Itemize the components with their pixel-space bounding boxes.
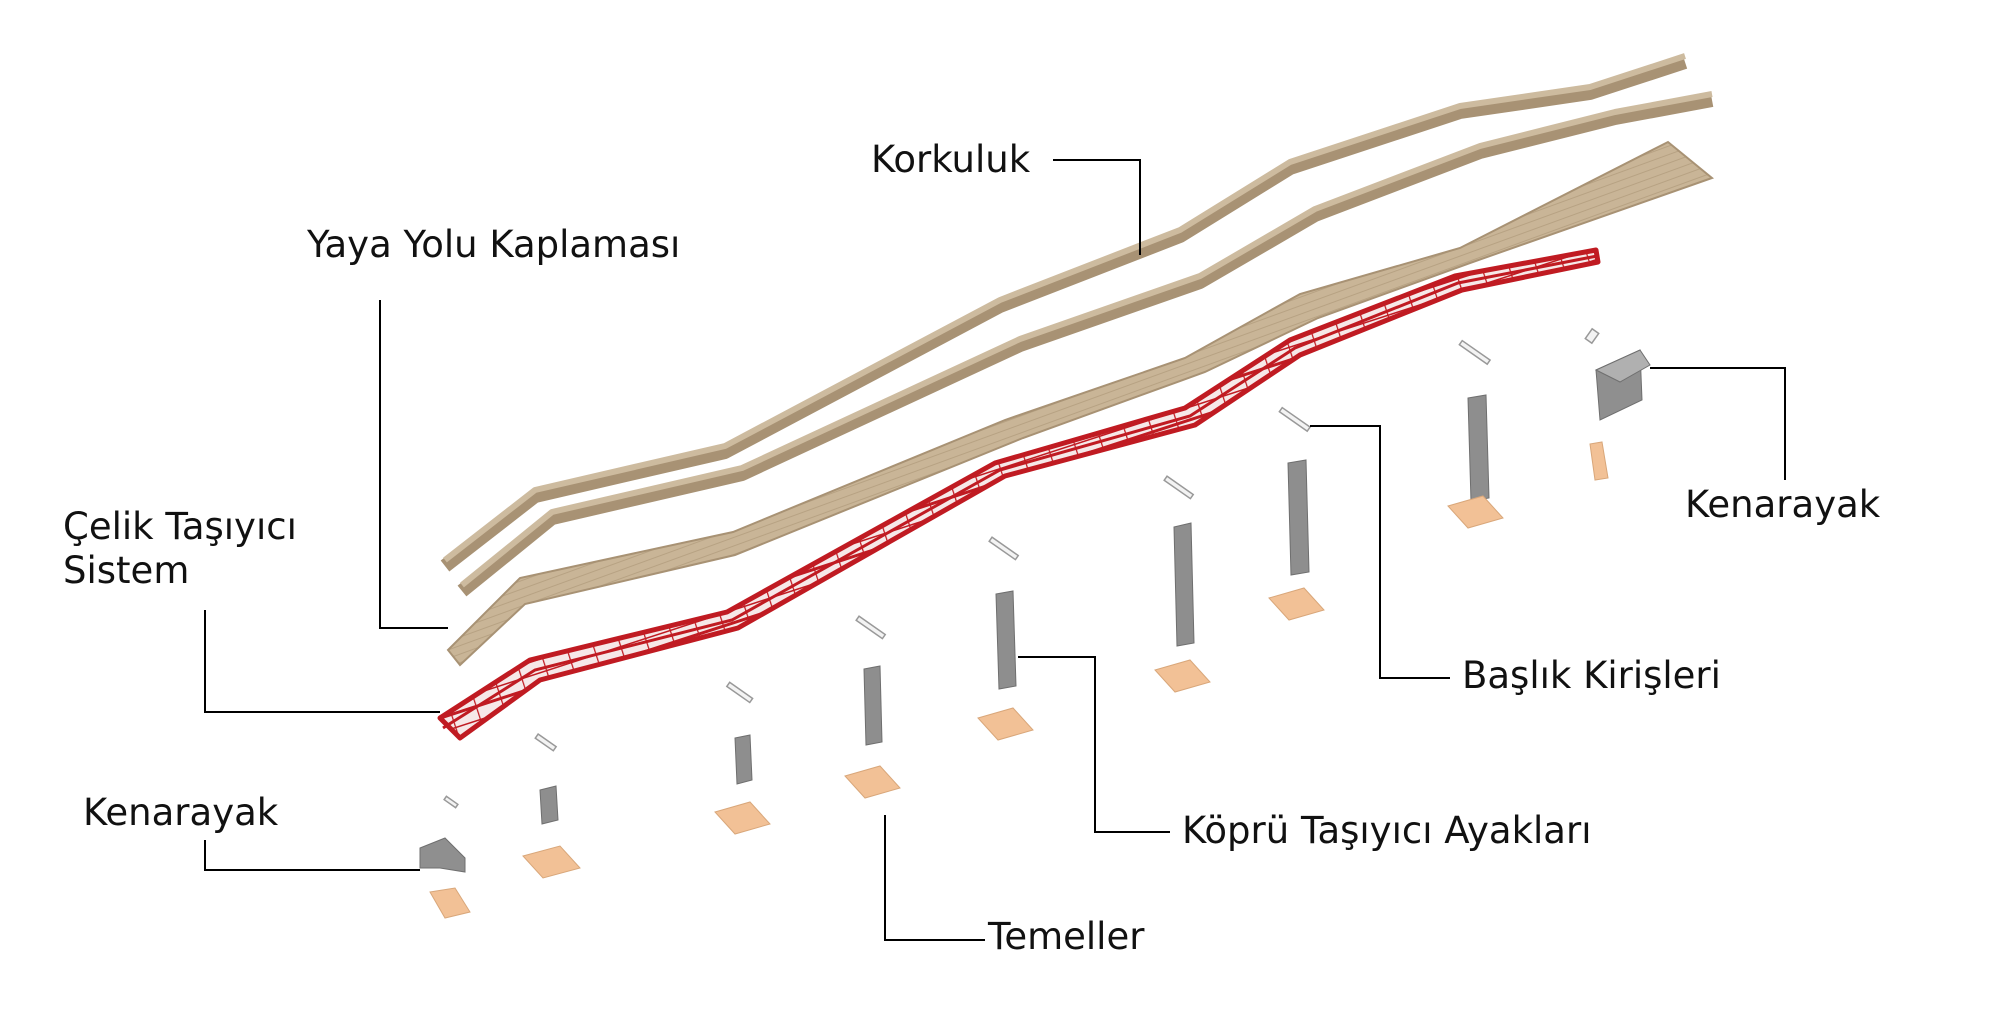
leader-yaya-yolu (379, 300, 448, 629)
handrail-lower (457, 93, 1714, 597)
leader-temeller (884, 815, 985, 941)
label-baslik-kirisleri: Başlık Kirişleri (1462, 654, 1721, 697)
steel-deck-system (437, 247, 1601, 741)
cap-beams (443, 327, 1600, 809)
leader-kenarayak-right (1650, 367, 1786, 480)
bridge-piers (539, 394, 1490, 825)
leader-kenarayak-left (204, 840, 420, 871)
label-celik-tasiyici-line1: Çelik Taşıyıcı (63, 505, 297, 548)
handrail-upper (440, 55, 1688, 572)
handrail-group (440, 53, 1714, 597)
label-korkuluk: Korkuluk (871, 138, 1031, 181)
leader-celik (204, 610, 440, 713)
label-celik-tasiyici-line2: Sistem (63, 549, 190, 592)
label-kenarayak-right: Kenarayak (1685, 483, 1881, 526)
leader-korkuluk (1053, 159, 1141, 255)
leader-lines (204, 159, 1786, 941)
handrail-lower-face (460, 91, 1713, 588)
label-yaya-yolu-kaplamasi: Yaya Yolu Kaplaması (307, 223, 681, 266)
leader-baslik (1310, 425, 1450, 679)
label-temeller: Temeller (988, 915, 1145, 958)
walkway-decking (446, 140, 1715, 667)
footings (429, 441, 1609, 919)
label-kenarayak-left: Kenarayak (83, 791, 279, 834)
handrail-upper-face (443, 53, 1686, 563)
abutment-left (419, 837, 466, 873)
abutments (419, 349, 1651, 873)
leader-kopru (1018, 656, 1170, 833)
label-kopru-tasiyici-ayaklari: Köprü Taşıyıcı Ayakları (1182, 809, 1592, 852)
